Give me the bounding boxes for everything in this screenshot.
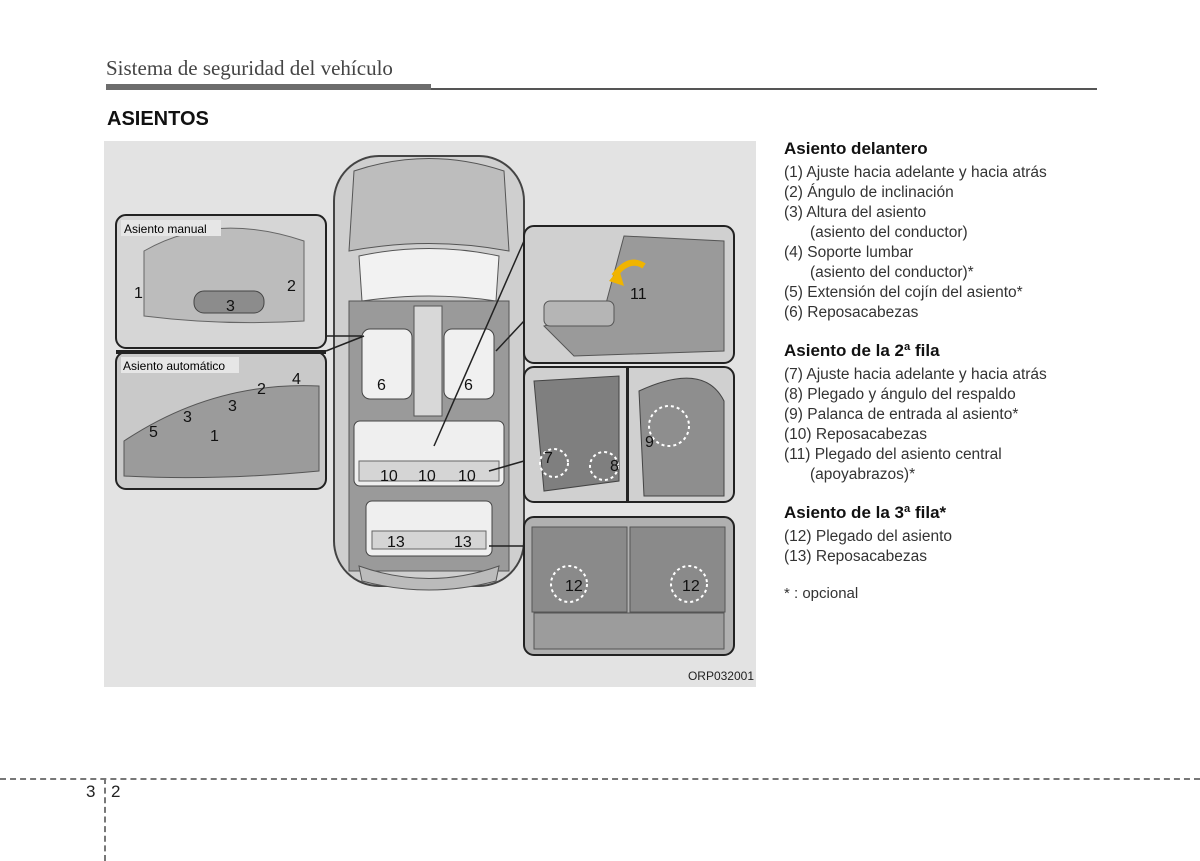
inset-manual-label: Asiento manual <box>124 222 207 236</box>
footer-rule <box>0 778 1200 780</box>
callout-5: 5 <box>149 424 158 441</box>
callout-10c: 10 <box>458 468 476 485</box>
second-item-11-cont: (apoyabrazos)* <box>810 466 916 483</box>
callout-2: 2 <box>287 278 296 295</box>
chapter-title: Sistema de seguridad del vehículo <box>106 56 393 80</box>
front-item-2: (2) Ángulo de inclinación <box>784 184 954 201</box>
front-seat-heading: Asiento delantero <box>784 139 928 158</box>
second-item-11: (11) Plegado del asiento central <box>784 446 1002 463</box>
third-row-heading: Asiento de la 3ª fila* <box>784 503 947 522</box>
inset-manual-seat <box>115 214 327 349</box>
second-item-8: (8) Plegado y ángulo del respaldo <box>784 386 1016 403</box>
callout-12b: 12 <box>682 578 700 595</box>
second-item-9: (9) Palanca de entrada al asiento* <box>784 406 1019 423</box>
front-item-4-cont: (asiento del conductor)* <box>810 264 974 281</box>
callout-3b: 3 <box>183 409 192 426</box>
figure-code: ORP032001 <box>687 669 754 683</box>
section-title: ASIENTOS <box>107 108 209 130</box>
second-item-7: (7) Ajuste hacia adelante y hacia atrás <box>784 366 1047 383</box>
second-item-10: (10) Reposacabezas <box>784 426 928 443</box>
callout-1b: 1 <box>210 428 219 445</box>
leader-lines <box>325 240 525 547</box>
callout-4: 4 <box>292 371 301 388</box>
inset-second-row-seat <box>523 366 735 503</box>
inset-automatic-seat <box>115 350 327 490</box>
inset-auto-label: Asiento automático <box>123 359 225 373</box>
header-rule-thin <box>431 88 1097 90</box>
callout-10b: 10 <box>418 468 436 485</box>
callout-8: 8 <box>610 458 619 475</box>
front-item-3-cont: (asiento del conductor) <box>810 224 968 241</box>
front-item-6: (6) Reposacabezas <box>784 304 919 321</box>
third-item-12: (12) Plegado del asiento <box>784 528 953 545</box>
front-item-4: (4) Soporte lumbar <box>784 244 914 261</box>
page-number: 2 <box>111 782 121 801</box>
header-rule <box>106 84 431 90</box>
callout-6a: 6 <box>377 377 386 394</box>
footer-divider <box>104 778 106 861</box>
footnote: * : opcional <box>784 585 859 602</box>
inset-second-row-center <box>523 225 735 364</box>
second-row-heading: Asiento de la 2ª fila <box>784 341 940 360</box>
inset-third-row <box>523 516 735 656</box>
callout-13b: 13 <box>454 534 472 551</box>
third-item-13: (13) Reposacabezas <box>784 548 928 565</box>
seats-illustration: Asiento manual Asiento automático <box>104 141 756 687</box>
callout-12a: 12 <box>565 578 583 595</box>
callout-3: 3 <box>226 298 235 315</box>
callout-13a: 13 <box>387 534 405 551</box>
callout-9: 9 <box>645 434 654 451</box>
callout-6b: 6 <box>464 377 473 394</box>
callout-3c: 3 <box>228 398 237 415</box>
callout-10a: 10 <box>380 468 398 485</box>
callout-2b: 2 <box>257 381 266 398</box>
legend-column: Asiento delantero (1) Ajuste hacia adela… <box>784 139 1144 602</box>
callout-7: 7 <box>544 450 553 467</box>
front-item-1: (1) Ajuste hacia adelante y hacia atrás <box>784 164 1047 181</box>
front-item-3: (3) Altura del asiento <box>784 204 927 221</box>
page-chapter: 3 <box>86 782 96 801</box>
callout-numbers: 1 2 3 4 5 2 3 3 1 6 6 7 8 9 10 10 10 11 … <box>134 278 700 595</box>
car-top-view <box>333 155 525 591</box>
callout-1: 1 <box>134 285 143 302</box>
front-item-5: (5) Extensión del cojín del asiento* <box>784 284 1023 301</box>
callout-11: 11 <box>630 286 647 303</box>
